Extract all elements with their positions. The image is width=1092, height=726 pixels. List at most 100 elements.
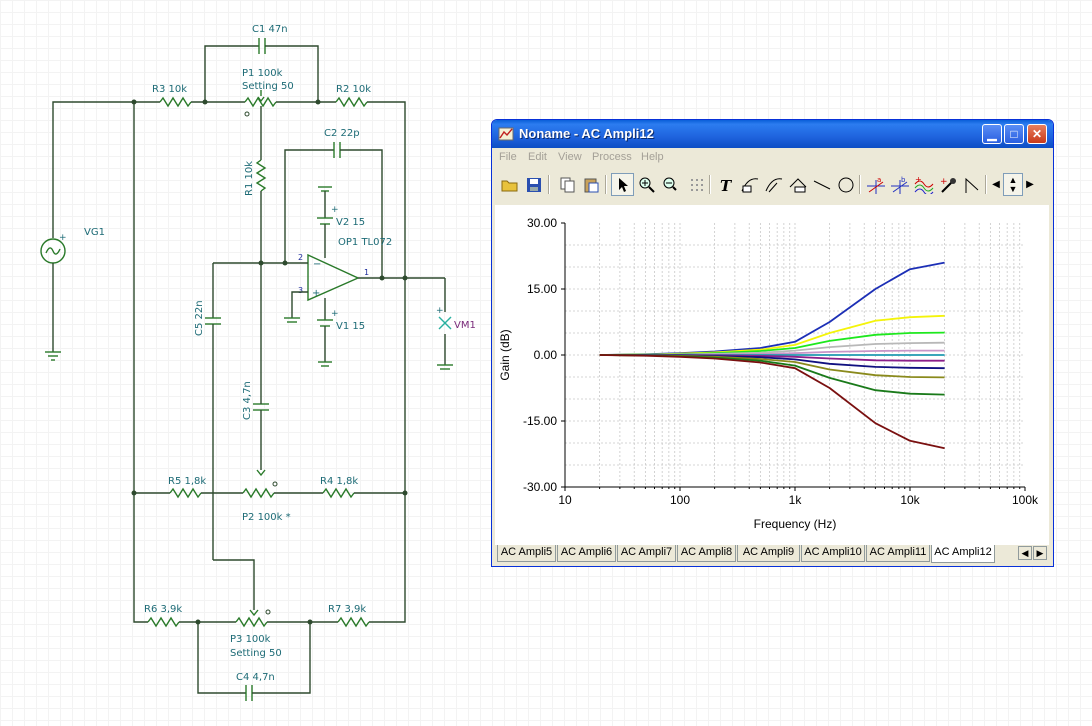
y-tick-label: 30.00	[527, 216, 557, 230]
r7-label: R7 3,9k	[328, 604, 366, 615]
v2-plus: +	[331, 205, 339, 215]
menu-edit[interactable]: Edit	[528, 151, 547, 163]
scroll-left-button[interactable]: ◀	[989, 173, 1003, 196]
p1-potentiometer[interactable]	[244, 96, 277, 108]
tab-ac-ampli11[interactable]: AC Ampli11	[866, 545, 930, 562]
y-tick-label: 0.00	[534, 348, 558, 362]
r5-label: R5 1,8k	[168, 476, 206, 487]
r7-resistor[interactable]	[337, 616, 370, 628]
curves-button[interactable]: +	[912, 173, 935, 196]
svg-text:T: T	[720, 177, 733, 193]
marker-button[interactable]	[960, 173, 983, 196]
circle-button[interactable]	[834, 173, 857, 196]
r3-label: R3 10k	[152, 84, 187, 95]
zoom-in-button[interactable]	[635, 173, 658, 196]
menu-bar: File Edit View Process Help	[492, 148, 1053, 168]
y-axis-label: Gain (dB)	[498, 329, 512, 380]
open-button[interactable]	[498, 173, 521, 196]
close-button[interactable]: ✕	[1027, 124, 1047, 144]
title-bar[interactable]: Noname - AC Ampli12 ▁ □ ✕	[492, 120, 1053, 148]
curve-label-2-icon	[765, 177, 782, 192]
maximize-button[interactable]: □	[1004, 124, 1024, 144]
r3-resistor[interactable]	[159, 96, 192, 108]
menu-view[interactable]: View	[558, 151, 582, 163]
menu-help[interactable]: Help	[641, 151, 664, 163]
pin-2: 2	[298, 253, 303, 262]
grid-button[interactable]	[685, 173, 708, 196]
cursor-a-button[interactable]: a	[864, 173, 887, 196]
analysis-window: Noname - AC Ampli12 ▁ □ ✕ File Edit View…	[491, 119, 1054, 567]
p1-label: P1 100k	[242, 68, 283, 79]
r1-label: R1 10k	[244, 161, 255, 196]
paste-icon	[584, 178, 598, 192]
scroll-right-button[interactable]: ▶	[1023, 173, 1037, 196]
tab-scroll-right-icon: ▶	[1036, 548, 1044, 558]
menu-process[interactable]: Process	[592, 151, 632, 163]
tab-ac-ampli8[interactable]: AC Ampli8	[677, 545, 736, 562]
tab-ac-ampli12[interactable]: AC Ampli12	[931, 545, 995, 563]
y-tick-label: -30.00	[523, 480, 557, 494]
c3-label: C3 4,7n	[242, 381, 253, 420]
picker-button[interactable]: +	[936, 173, 959, 196]
tab-scroll-right-button[interactable]: ▶	[1033, 546, 1047, 560]
p2-potentiometer[interactable]	[242, 487, 275, 499]
copy-button[interactable]	[555, 173, 578, 196]
menu-file[interactable]: File	[499, 151, 517, 163]
zoom-100-button[interactable]	[659, 173, 682, 196]
r6-resistor[interactable]	[147, 616, 180, 628]
close-icon: ✕	[1031, 127, 1043, 141]
y-tick-label: -15.00	[523, 414, 557, 428]
vm1-meter[interactable]: +	[436, 278, 453, 370]
pin-1: 1	[364, 268, 369, 277]
line-a-button[interactable]	[786, 173, 809, 196]
x-tick-label: 100	[670, 493, 690, 507]
save-icon	[526, 177, 541, 192]
marker-icon	[965, 177, 978, 193]
minimize-button[interactable]: ▁	[982, 124, 1002, 144]
p3-potentiometer[interactable]	[235, 616, 268, 628]
window-title: Noname - AC Ampli12	[519, 126, 654, 141]
r2-resistor[interactable]	[335, 96, 368, 108]
text-icon: T	[720, 177, 733, 193]
spin-button[interactable]: ▲▼	[1003, 173, 1023, 196]
v1-plus: +	[331, 309, 339, 319]
r1-resistor[interactable]	[255, 159, 267, 192]
c2-label: C2 22p	[324, 128, 360, 139]
tab-ac-ampli10[interactable]: AC Ampli10	[801, 545, 865, 562]
tab-scroll-left-button[interactable]: ◀	[1018, 546, 1032, 560]
cursor-b-button[interactable]: b	[888, 173, 911, 196]
vg1-label: VG1	[84, 227, 105, 238]
v2-label: V2 15	[336, 217, 365, 228]
pin-3: 3	[298, 286, 303, 295]
tab-ac-ampli9[interactable]: AC Ampli9	[737, 545, 800, 562]
line-button[interactable]	[810, 173, 833, 196]
v2-supply[interactable]: +	[317, 186, 339, 258]
picker-icon: +	[940, 177, 956, 193]
grid-icon	[690, 178, 703, 191]
x-tick-label: 10	[558, 493, 572, 507]
tab-scroll-left-icon: ◀	[1021, 548, 1029, 558]
op1-opamp[interactable]: − +	[307, 253, 360, 302]
c1-label: C1 47n	[252, 24, 288, 35]
r5-resistor[interactable]	[169, 487, 202, 499]
text-button[interactable]: T	[714, 173, 737, 196]
tab-ac-ampli6[interactable]: AC Ampli6	[557, 545, 616, 562]
pointer-button[interactable]	[611, 173, 634, 196]
r4-label: R4 1,8k	[320, 476, 358, 487]
r6-label: R6 3,9k	[144, 604, 182, 615]
tab-ac-ampli5[interactable]: AC Ampli5	[497, 545, 556, 562]
spin-icon: ▲▼	[1008, 174, 1018, 194]
v1-supply[interactable]: +	[317, 298, 339, 367]
paste-button[interactable]	[579, 173, 602, 196]
vg1-source[interactable]: + VG1	[40, 101, 134, 361]
save-button[interactable]	[522, 173, 545, 196]
curve-label-button[interactable]	[738, 173, 761, 196]
p3-label: P3 100k	[230, 634, 271, 645]
r4-resistor[interactable]	[322, 487, 355, 499]
curve-label-2-button[interactable]	[762, 173, 785, 196]
r2-label: R2 10k	[336, 84, 371, 95]
tab-ac-ampli7[interactable]: AC Ampli7	[617, 545, 676, 562]
app-icon	[498, 127, 514, 141]
